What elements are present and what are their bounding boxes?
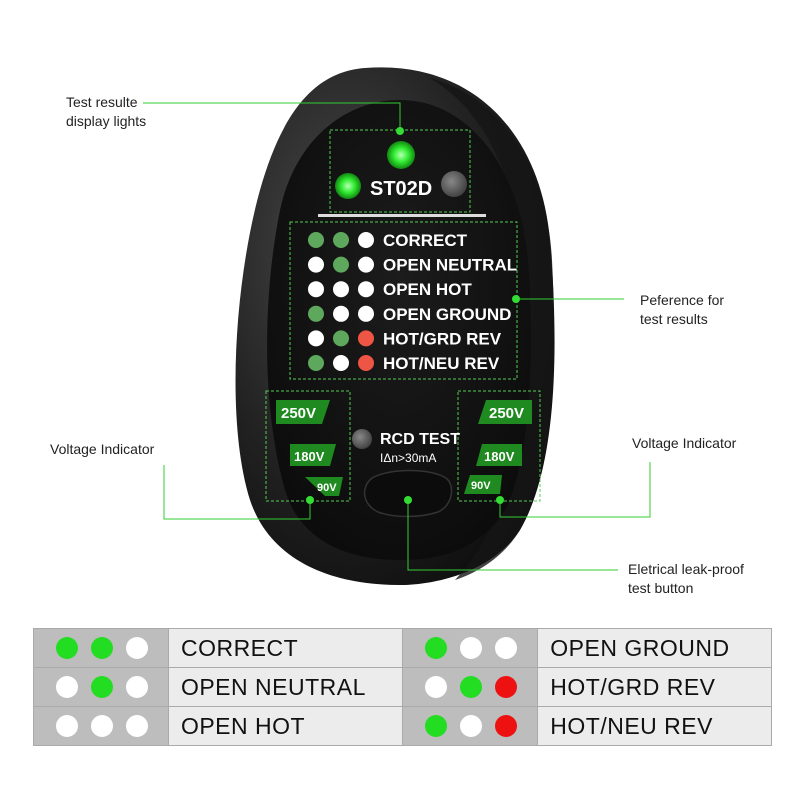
- face-divider: [318, 214, 486, 217]
- legend-led: [308, 281, 324, 298]
- legend-led: [308, 330, 324, 347]
- voltage-right-90: 90V: [471, 480, 491, 492]
- callout-display-lights-line2: display lights: [66, 113, 147, 129]
- result-led: [91, 637, 113, 659]
- result-label: CORRECT: [167, 628, 404, 668]
- result-led: [56, 715, 78, 737]
- legend-led: [358, 305, 374, 322]
- result-label: OPEN GROUND: [537, 628, 772, 668]
- rcd-test-label: RCD TEST: [380, 431, 460, 448]
- top-led-green: [387, 141, 415, 169]
- legend-label: HOT/NEU REV: [383, 354, 500, 373]
- result-led: [425, 637, 448, 659]
- voltage-left-180-bar: [290, 444, 336, 466]
- result-label: OPEN HOT: [167, 706, 404, 746]
- result-led: [425, 676, 448, 698]
- model-label: ST02D: [370, 178, 432, 200]
- legend-led: [308, 256, 324, 273]
- result-led: [495, 637, 518, 659]
- rcd-spec-label: IΔn>30mA: [380, 451, 436, 465]
- legend-led: [333, 330, 349, 347]
- result-leds-cell: [33, 706, 169, 746]
- callout-lines: [143, 102, 651, 571]
- result-led: [91, 676, 113, 698]
- rcd-indicator-led: [352, 429, 372, 449]
- voltage-left-250-bar: [276, 400, 330, 424]
- callout-test-button-line1: Eletrical leak-proof: [628, 561, 744, 577]
- result-leds-cell: [33, 628, 169, 668]
- callout-reference-line1: Peference for: [640, 292, 725, 308]
- result-label: OPEN NEUTRAL: [167, 667, 404, 707]
- legend-label: OPEN HOT: [383, 280, 472, 299]
- table-row: CORRECT OPEN GROUND: [33, 628, 772, 668]
- result-led: [460, 676, 483, 698]
- legend-led: [358, 330, 374, 347]
- legend-led: [358, 232, 374, 248]
- results-table: CORRECT OPEN GROUND OPEN NEUTRAL HOT/GRD RE…: [33, 628, 772, 746]
- rcd-test-button[interactable]: [363, 469, 453, 518]
- result-led: [425, 715, 448, 737]
- result-label: HOT/GRD REV: [537, 667, 772, 707]
- result-leds-cell: [33, 667, 169, 707]
- callout-display-lights: Test resulte display lights: [66, 93, 146, 131]
- result-led: [495, 676, 518, 698]
- result-led: [460, 637, 483, 659]
- callout-test-button-line2: test button: [628, 580, 694, 596]
- device-legend: CORRECT OPEN NEUTRAL OPEN HOT OPEN GROUND HO…: [308, 231, 517, 373]
- result-leds-cell: [402, 706, 539, 746]
- voltage-indicator-right: 250V 180V 90V: [457, 390, 541, 502]
- callout-reference: Peference for test results: [640, 291, 724, 329]
- voltage-right-250-bar: [478, 400, 532, 424]
- voltage-left-90: 90V: [317, 482, 337, 494]
- result-led: [126, 715, 148, 737]
- legend-led: [358, 281, 374, 298]
- callout-reference-line2: test results: [640, 311, 708, 327]
- voltage-right-180-bar: [476, 444, 522, 466]
- legend-led: [333, 232, 349, 248]
- legend-led: [308, 305, 324, 322]
- legend-label: HOT/GRD REV: [383, 329, 502, 348]
- voltage-left-180: 180V: [294, 449, 325, 464]
- result-led: [91, 715, 113, 737]
- voltage-right-180: 180V: [484, 449, 515, 464]
- voltage-indicator-left: 250V 180V 90V: [265, 390, 351, 502]
- outlet-tester-device: ST02D CORRECT OPEN NEUTRAL OPEN HOT OPEN GR…: [143, 67, 651, 585]
- result-leds-cell: [402, 667, 539, 707]
- legend-label: OPEN NEUTRAL: [383, 256, 517, 275]
- callout-markers: [306, 127, 520, 504]
- voltage-right-90-bar: [464, 475, 502, 494]
- voltage-left-90-bar: [305, 477, 343, 496]
- legend-led: [358, 256, 374, 273]
- legend-led: [333, 305, 349, 322]
- result-label: HOT/NEU REV: [537, 706, 772, 746]
- legend-led: [358, 355, 374, 371]
- table-row: OPEN HOT HOT/NEU REV: [33, 706, 772, 746]
- result-leds-cell: [402, 628, 539, 668]
- legend-led: [308, 232, 324, 248]
- callout-voltage-left: Voltage Indicator: [50, 441, 155, 457]
- legend-label: OPEN GROUND: [383, 305, 511, 324]
- callout-test-button: Eletrical leak-proof test button: [628, 560, 744, 598]
- legend-led: [333, 256, 349, 273]
- table-row: OPEN NEUTRAL HOT/GRD REV: [33, 667, 772, 707]
- result-led: [56, 676, 78, 698]
- voltage-right-250: 250V: [489, 405, 524, 422]
- right-led-off: [441, 171, 467, 197]
- result-led: [56, 637, 78, 659]
- result-led: [460, 715, 483, 737]
- legend-led: [308, 355, 324, 371]
- device-side: [430, 78, 555, 580]
- result-led: [126, 637, 148, 659]
- left-led-green: [335, 173, 361, 199]
- legend-led: [333, 355, 349, 371]
- legend-led: [333, 281, 349, 298]
- callout-display-lights-line1: Test resulte: [66, 94, 138, 110]
- callout-voltage-right: Voltage Indicator: [632, 435, 737, 451]
- legend-label: CORRECT: [383, 231, 468, 250]
- result-led: [126, 676, 148, 698]
- voltage-left-250: 250V: [281, 405, 316, 422]
- result-led: [495, 715, 518, 737]
